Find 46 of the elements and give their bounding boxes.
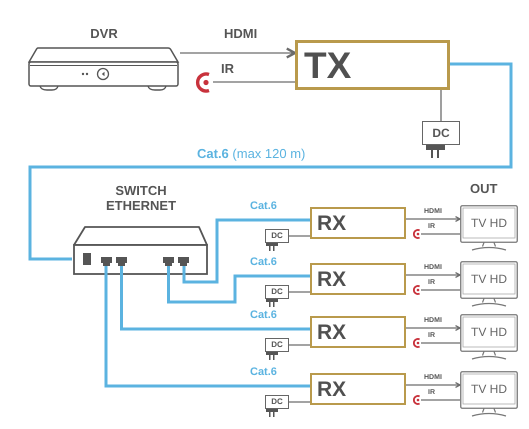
power-adapter-box: DC bbox=[265, 229, 289, 243]
edge-label: IR bbox=[221, 61, 234, 77]
arrow bbox=[406, 272, 461, 278]
connector-line bbox=[213, 81, 295, 83]
arrow bbox=[406, 216, 461, 222]
receiver-box: RX bbox=[310, 316, 406, 348]
power-adapter-box: DC bbox=[265, 395, 289, 409]
ir-sensor-icon bbox=[413, 394, 421, 406]
column-heading: OUT bbox=[470, 181, 498, 197]
arrow bbox=[406, 382, 461, 388]
screen-label: TV HD bbox=[471, 217, 507, 229]
power-adapter-box: DC bbox=[265, 285, 289, 299]
power-adapter-box: DC bbox=[422, 121, 460, 145]
edge-label: Cat.6 bbox=[250, 256, 277, 269]
device-label: DVR bbox=[90, 26, 118, 42]
connector-line bbox=[289, 344, 310, 346]
screen-label: TV HD bbox=[471, 326, 507, 338]
ir-sensor-icon bbox=[413, 284, 421, 296]
ir-sensor-icon bbox=[413, 337, 421, 349]
arrow bbox=[406, 324, 461, 332]
device-label: SWITCH ETHERNET bbox=[104, 183, 178, 213]
power-adapter-box: DC bbox=[265, 338, 289, 352]
connector-line bbox=[120, 276, 310, 330]
edge-label: Cat.6 bbox=[250, 366, 277, 379]
receiver-box: RX bbox=[310, 263, 406, 295]
connector-line bbox=[289, 291, 310, 293]
receiver-box: RX bbox=[310, 207, 406, 239]
connector-line bbox=[440, 90, 442, 121]
connector-line bbox=[421, 342, 460, 344]
transmitter-box: TX bbox=[295, 40, 450, 90]
connector-line bbox=[421, 399, 460, 401]
screen-label: TV HD bbox=[471, 273, 507, 285]
connector-line bbox=[289, 401, 310, 403]
screen-label: TV HD bbox=[471, 383, 507, 395]
edge-label: Cat.6 bbox=[250, 309, 277, 322]
connector-line bbox=[289, 235, 310, 237]
connector-line bbox=[104, 276, 310, 388]
ir-sensor-icon bbox=[413, 228, 421, 240]
arrow bbox=[180, 47, 296, 59]
connector-line bbox=[421, 233, 460, 235]
connector-line bbox=[167, 274, 310, 304]
connector-line bbox=[182, 218, 310, 284]
receiver-box: RX bbox=[310, 373, 406, 405]
edge-label: Cat.6 bbox=[250, 200, 277, 213]
connector-line bbox=[421, 289, 460, 291]
edge-label: HDMI bbox=[224, 26, 258, 42]
